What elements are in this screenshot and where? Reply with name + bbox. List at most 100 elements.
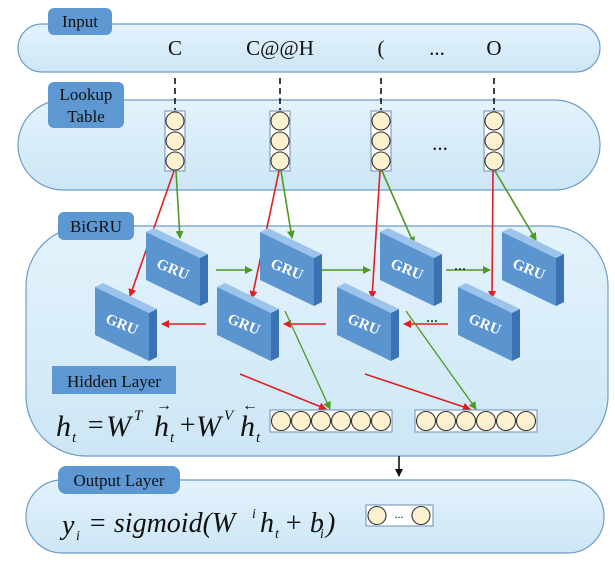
lookup-label-line2: Table <box>67 107 105 126</box>
embedding-vector <box>483 110 505 172</box>
gru-front-face <box>337 287 391 361</box>
gru-side-face <box>314 254 322 306</box>
input-token: C <box>168 36 182 60</box>
output-panel <box>25 479 605 554</box>
input-token: ... <box>429 36 445 60</box>
input-label: Input <box>62 12 98 31</box>
output-unit <box>411 505 431 526</box>
embedding-unit <box>270 131 290 151</box>
embedding-vector <box>269 110 291 172</box>
hidden-unit <box>515 410 537 432</box>
embedding-to-forward-arrow <box>280 170 295 239</box>
output-tag: Output Layer <box>58 466 180 494</box>
gru-top-face <box>146 228 208 258</box>
hidden-vector <box>414 409 538 433</box>
forward-to-hidden-arrow <box>284 310 331 410</box>
svg-text:t: t <box>72 430 77 446</box>
svg-text:+ b: + b <box>284 508 324 539</box>
svg-text:y: y <box>59 510 75 541</box>
gru-forward: GRU <box>502 228 564 306</box>
hidden-unit <box>435 410 457 432</box>
output-vector: ... <box>365 504 434 527</box>
hidden-unit <box>475 410 497 432</box>
gru-backward: GRU <box>95 283 157 361</box>
embedding-unit <box>165 131 185 151</box>
embedding-unit <box>484 111 504 131</box>
gru-top-face <box>502 228 564 258</box>
gru-top-face <box>458 283 520 313</box>
gru-side-face <box>512 309 520 361</box>
embedding-to-forward-arrow <box>381 170 415 245</box>
hidden-unit <box>330 410 352 432</box>
hidden-unit <box>455 410 477 432</box>
bigru-tag: BiGRU <box>58 212 134 240</box>
input-token: O <box>486 36 501 60</box>
gru-backward: GRU <box>217 283 279 361</box>
embedding-unit <box>165 151 185 171</box>
hidden-formula: h t = W T → h t + W V ← h t <box>56 397 261 446</box>
gru-forward: GRU <box>380 228 442 306</box>
gru-side-face <box>434 254 442 306</box>
lookup-tag: Lookup Table <box>48 82 124 128</box>
embedding-to-forward-arrow <box>494 170 537 241</box>
gru-backward: GRU <box>337 283 399 361</box>
svg-text:): ) <box>324 508 335 539</box>
hidden-unit <box>415 410 437 432</box>
svg-text:←: ← <box>242 397 258 414</box>
backward-ellipsis: ... <box>426 309 438 326</box>
svg-text:W: W <box>106 410 134 443</box>
embedding-unit <box>270 111 290 131</box>
embedding-unit <box>270 151 290 171</box>
svg-text:+: + <box>178 410 197 441</box>
svg-text:i: i <box>76 529 80 544</box>
svg-text:h: h <box>240 410 255 443</box>
hidden-unit <box>310 410 332 432</box>
svg-text:i: i <box>320 527 324 542</box>
gru-forward: GRU <box>260 228 322 306</box>
gru-front-face <box>458 287 512 361</box>
output-formula: y i = sigmoid(W i h t + b i ) <box>59 507 335 544</box>
gru-front-face <box>502 232 556 306</box>
hidden-unit <box>495 410 517 432</box>
output-unit <box>367 505 387 526</box>
hidden-unit <box>350 410 372 432</box>
embedding-unit <box>371 111 391 131</box>
gru-front-face <box>380 232 434 306</box>
bigru-label: BiGRU <box>70 217 122 236</box>
gru-side-face <box>149 309 157 361</box>
svg-text:T: T <box>134 408 144 424</box>
gru-side-face <box>271 309 279 361</box>
embedding-unit <box>371 131 391 151</box>
lookup-ellipsis: ... <box>432 131 448 155</box>
gru-front-face <box>95 287 149 361</box>
hidden-tag: Hidden Layer <box>52 366 176 394</box>
forward-ellipsis: ... <box>454 257 466 274</box>
svg-text:=: = <box>86 410 105 441</box>
gru-top-face <box>337 283 399 313</box>
backward-to-hidden-arrow <box>364 373 471 411</box>
gru-backward: GRU <box>458 283 520 361</box>
gru-top-face <box>217 283 279 313</box>
hidden-unit <box>270 410 292 432</box>
gru-top-face <box>380 228 442 258</box>
forward-to-hidden-arrow <box>405 310 477 410</box>
backward-to-hidden-arrow <box>239 373 327 411</box>
input-token: C@@H <box>246 36 314 60</box>
embedding-to-backward-arrow <box>488 170 497 299</box>
gru-side-face <box>391 309 399 361</box>
gru-side-face <box>556 254 564 306</box>
svg-text:→: → <box>156 397 172 414</box>
embedding-to-forward-arrow <box>175 170 184 239</box>
input-panel <box>17 23 601 73</box>
output-ellipsis: ... <box>395 507 404 521</box>
svg-text:V: V <box>224 408 235 424</box>
gru-front-face <box>146 232 200 306</box>
svg-text:i: i <box>252 507 256 522</box>
embedding-vector <box>164 110 186 172</box>
embedding-to-backward-arrow <box>368 170 381 299</box>
gru-top-face <box>95 283 157 313</box>
gru-front-face <box>217 287 271 361</box>
embedding-unit <box>484 131 504 151</box>
embedding-unit <box>484 151 504 171</box>
